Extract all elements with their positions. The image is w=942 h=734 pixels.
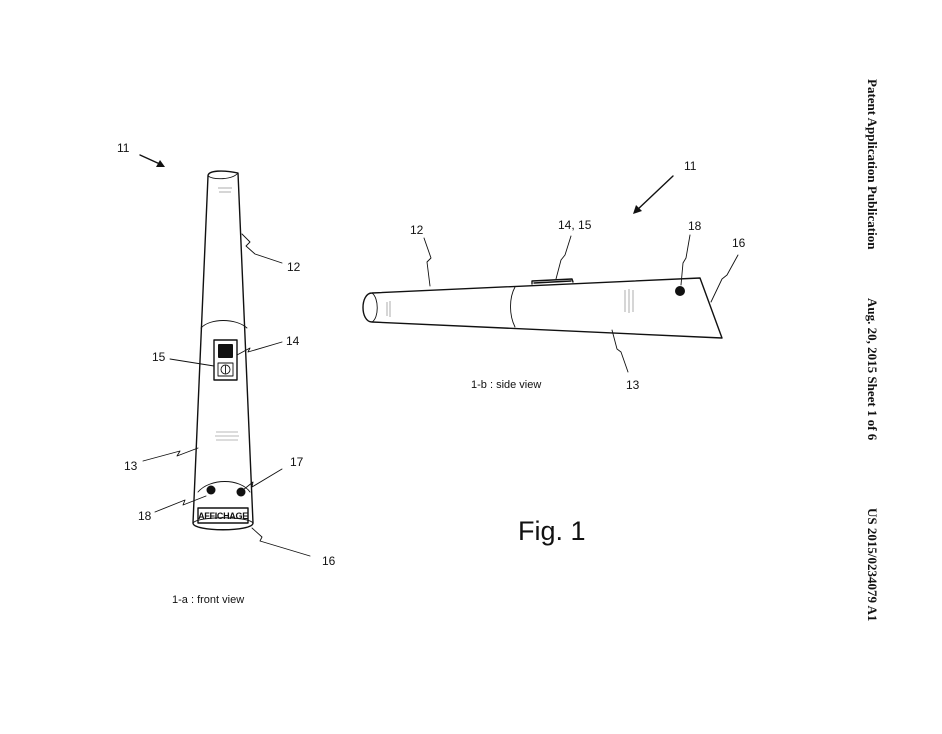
ref-side-12: 12 [410, 223, 424, 237]
side-dot-18 [675, 286, 685, 296]
side-buttons [531, 278, 574, 285]
front-button-15 [217, 362, 234, 377]
header-patent-number: US 2015/0234079 A1 [865, 508, 880, 622]
side-view-caption: 1-b : side view [471, 379, 541, 391]
front-view-caption: 1-a : front view [172, 594, 244, 606]
header-publication: Patent Application Publication [865, 79, 880, 250]
front-view-leaders [139, 154, 311, 557]
ref-front-16: 16 [322, 554, 336, 568]
front-segment-line [200, 320, 248, 329]
front-bottom-ellipse [192, 517, 254, 524]
ref-front-12: 12 [287, 260, 301, 274]
ref-front-15: 15 [152, 350, 166, 364]
side-view-device [362, 277, 723, 339]
ref-side-18: 18 [688, 219, 702, 233]
side-hatching [386, 289, 634, 317]
front-button-14 [218, 344, 233, 358]
power-icon [220, 364, 231, 375]
ref-front-13: 13 [124, 459, 138, 473]
side-body-outline [362, 277, 723, 339]
ref-side-11: 11 [684, 159, 697, 173]
header-date-sheet: Aug. 20, 2015 Sheet 1 of 6 [865, 298, 880, 441]
ref-front-17: 17 [290, 455, 304, 469]
ref-front-18: 18 [138, 509, 152, 523]
ref-side-16: 16 [732, 236, 746, 250]
side-end-cap [371, 292, 378, 323]
front-display-window [197, 507, 249, 524]
side-arrow-11 [635, 175, 674, 212]
front-dot-18 [206, 485, 216, 495]
ref-side-14-15: 14, 15 [558, 218, 592, 232]
front-top-cap [207, 172, 239, 180]
ref-front-14: 14 [286, 334, 300, 348]
figure-title: Fig. 1 [518, 516, 586, 546]
front-button-panel [213, 339, 238, 381]
front-hatching [215, 187, 239, 441]
front-view-device: AFFICHAGE [192, 170, 254, 531]
ref-side-13: 13 [626, 378, 640, 392]
side-view-leaders [423, 175, 739, 373]
display-label: AFFICHAGE [198, 511, 248, 521]
front-lower-arc [197, 481, 251, 493]
patent-header: Patent Application Publication Aug. 20, … [838, 0, 918, 734]
ref-front-11: 11 [117, 141, 130, 155]
side-segment-line [510, 286, 516, 328]
